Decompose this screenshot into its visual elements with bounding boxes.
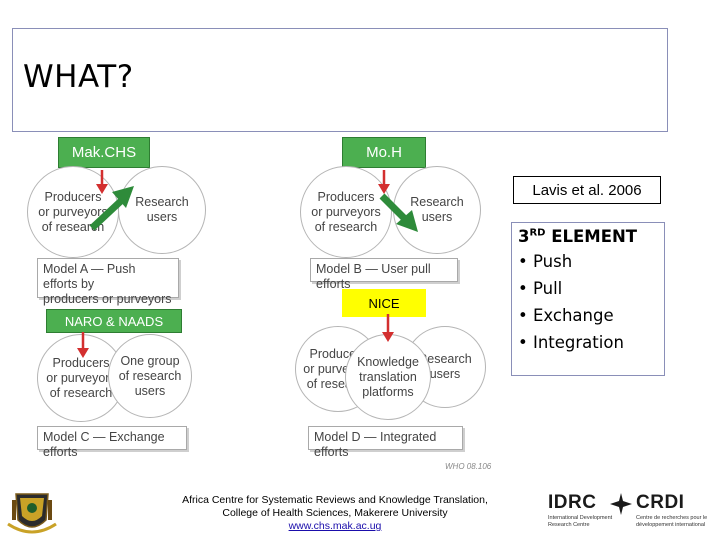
idrc-crdi-logo: IDRC CRDI International Development Rese… (548, 492, 716, 538)
elements-box: 3RD ELEMENT • Push • Pull • Exchange • I… (511, 222, 665, 376)
model-d-platforms-circle: Knowledge translation platforms (345, 334, 431, 420)
crdi-subtitle: Centre de recherches pour le développeme… (636, 515, 708, 528)
model-b-pull-arrow-icon (379, 193, 409, 223)
model-b-arrows (378, 170, 418, 232)
crdi-logo-text: CRDI (636, 492, 685, 513)
model-b-caption: Model B — User pull efforts (310, 258, 458, 291)
element-item-pull: • Pull (518, 279, 563, 298)
model-a-caption: Model A — Push efforts by producers or p… (37, 258, 179, 306)
label-makchs: Mak.CHS (58, 137, 150, 168)
model-d-caption: Model D — Integrated efforts (308, 426, 463, 459)
label-nice: NICE (342, 289, 426, 317)
model-c-arrows (77, 332, 89, 358)
model-c-caption: Model C — Exchange efforts (37, 426, 187, 459)
title-box: WHAT? (12, 28, 668, 132)
elements-heading: 3RD ELEMENT (518, 227, 638, 246)
model-a-producers-circle: Producers or purveyors of research (27, 166, 119, 258)
idrc-star-icon (610, 493, 632, 515)
university-crest-icon (7, 493, 57, 534)
model-a-push-arrow-icon (89, 197, 125, 231)
footer-text: Africa Centre for Systematic Reviews and… (160, 494, 510, 533)
element-item-exchange: • Exchange (518, 306, 614, 325)
element-item-integration: • Integration (518, 333, 624, 352)
model-c-group-circle: One group of research users (108, 334, 192, 418)
footer-line-2: College of Health Sciences, Makerere Uni… (222, 507, 448, 519)
idrc-subtitle: International Development Research Centr… (548, 515, 613, 528)
footer-link[interactable]: www.chs.mak.ac.ug (288, 520, 382, 532)
model-b-producers-circle: Producers or purveyors of research (300, 166, 392, 258)
model-d-arrows (382, 314, 394, 342)
slide-title: WHAT? (23, 59, 134, 95)
label-naro-naads: NARO & NAADS (46, 309, 182, 333)
reference-box: Lavis et al. 2006 (513, 176, 661, 204)
model-a-arrows (89, 170, 134, 231)
label-moh: Mo.H (342, 137, 426, 168)
footer-line-1: Africa Centre for Systematic Reviews and… (182, 494, 488, 506)
idrc-logo-text: IDRC (548, 492, 597, 513)
model-b-users-circle: Research users (393, 166, 481, 254)
element-item-push: • Push (518, 252, 573, 271)
who-code: WHO 08.106 (445, 462, 492, 471)
model-a-users-circle: Research users (118, 166, 206, 254)
